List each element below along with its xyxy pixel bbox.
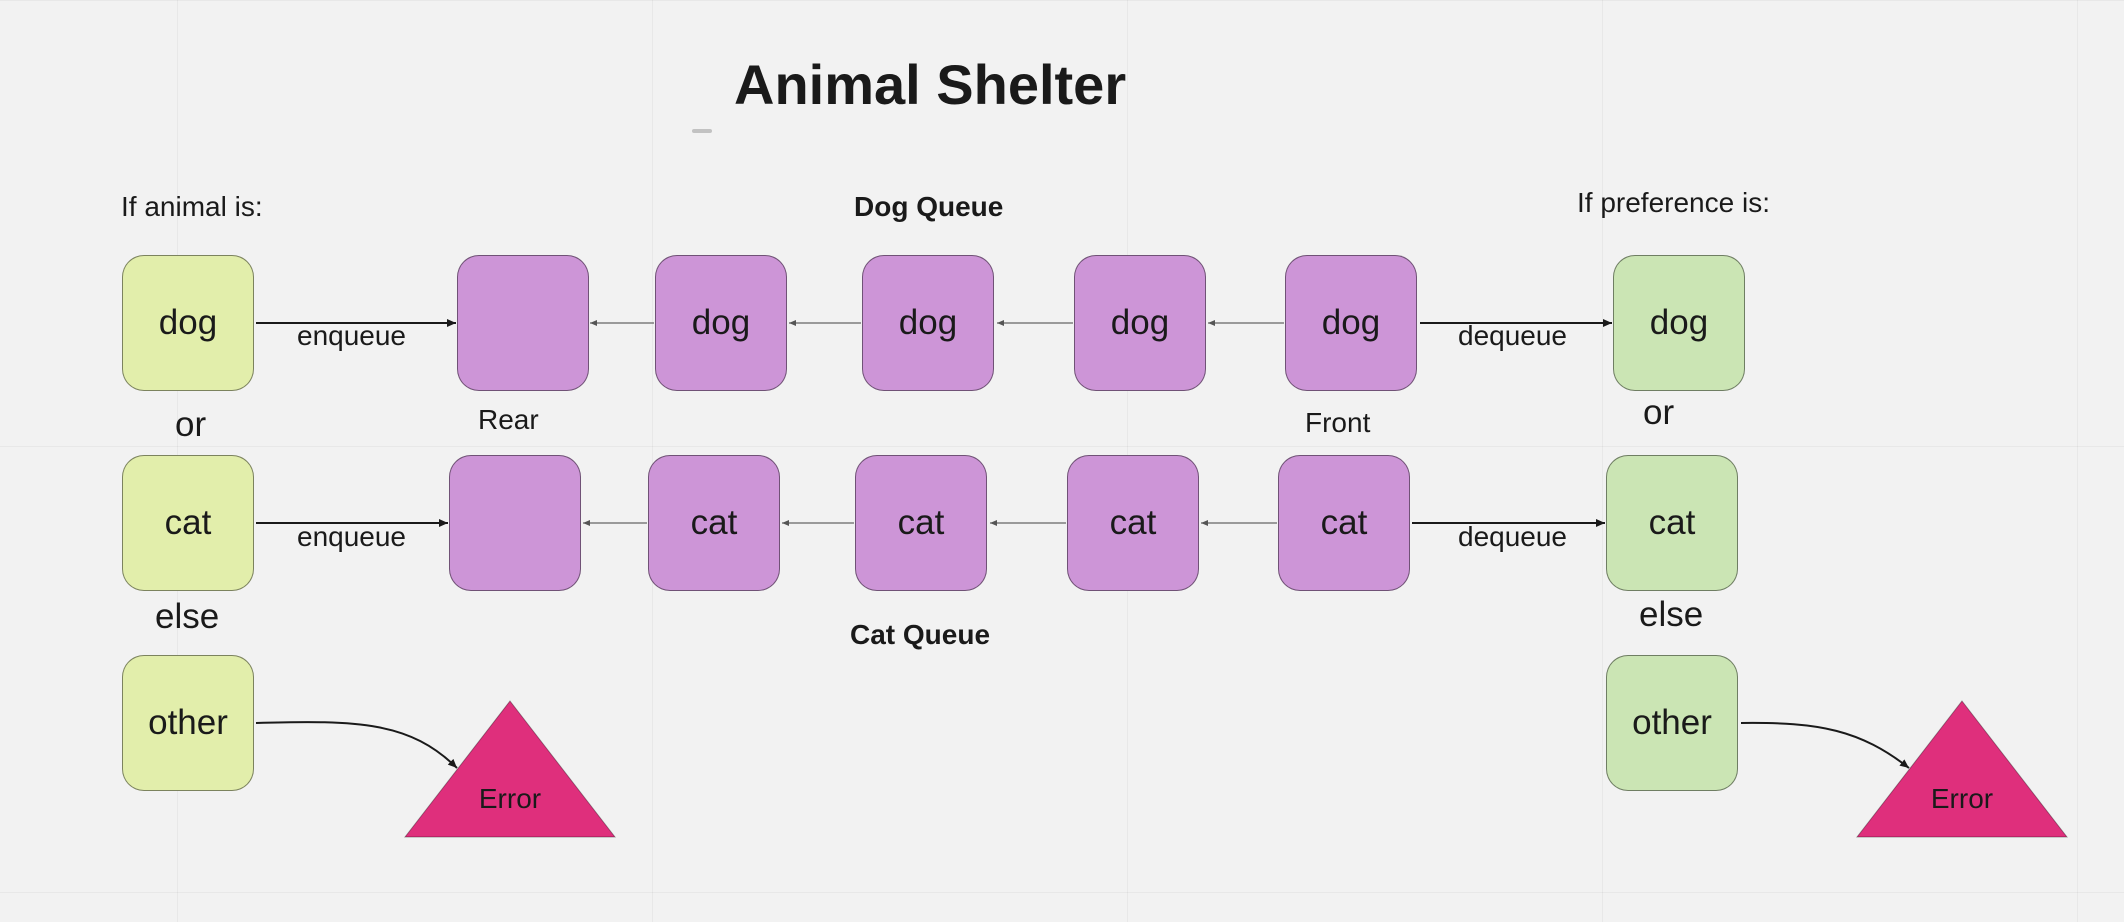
enqueue-label: enqueue	[297, 320, 407, 351]
page-title: Animal Shelter	[734, 53, 1127, 116]
dequeue-label: dequeue	[1458, 521, 1568, 552]
cat-queue-label: Cat Queue	[850, 619, 991, 650]
else-label: else	[1639, 595, 1704, 634]
front-label: Front	[1305, 407, 1371, 438]
dog-queue-label: Dog Queue	[854, 191, 1004, 222]
output-dog-node: dog	[1613, 255, 1745, 391]
cat-queue-node	[449, 455, 581, 591]
error-triangle	[1855, 700, 2069, 838]
enqueue-label: enqueue	[297, 521, 407, 552]
dog-queue-node: dog	[1074, 255, 1206, 391]
error-triangle	[403, 700, 617, 838]
output-heading: If preference is:	[1577, 187, 1770, 218]
else-label: else	[155, 597, 220, 636]
dog-queue-node: dog	[1285, 255, 1417, 391]
output-cat-node: cat	[1606, 455, 1738, 591]
input-cat-node: cat	[122, 455, 254, 591]
error-label: Error	[478, 783, 542, 814]
output-other-node: other	[1606, 655, 1738, 791]
cat-queue-node: cat	[1278, 455, 1410, 591]
input-heading: If animal is:	[121, 191, 263, 222]
dog-queue-node: dog	[862, 255, 994, 391]
cat-queue-node: cat	[1067, 455, 1199, 591]
input-dog-node: dog	[122, 255, 254, 391]
dequeue-label: dequeue	[1458, 320, 1568, 351]
title-handle	[692, 129, 712, 133]
cat-queue-node: cat	[855, 455, 987, 591]
input-other-node: other	[122, 655, 254, 791]
or-label: or	[175, 405, 207, 444]
or-label: or	[1643, 393, 1675, 432]
error-label: Error	[1930, 783, 1994, 814]
other-to-error-arrow	[1740, 721, 1910, 769]
dog-queue-node	[457, 255, 589, 391]
other-to-error-arrow	[255, 721, 458, 769]
rear-label: Rear	[478, 404, 539, 435]
dog-queue-node: dog	[655, 255, 787, 391]
cat-queue-node: cat	[648, 455, 780, 591]
